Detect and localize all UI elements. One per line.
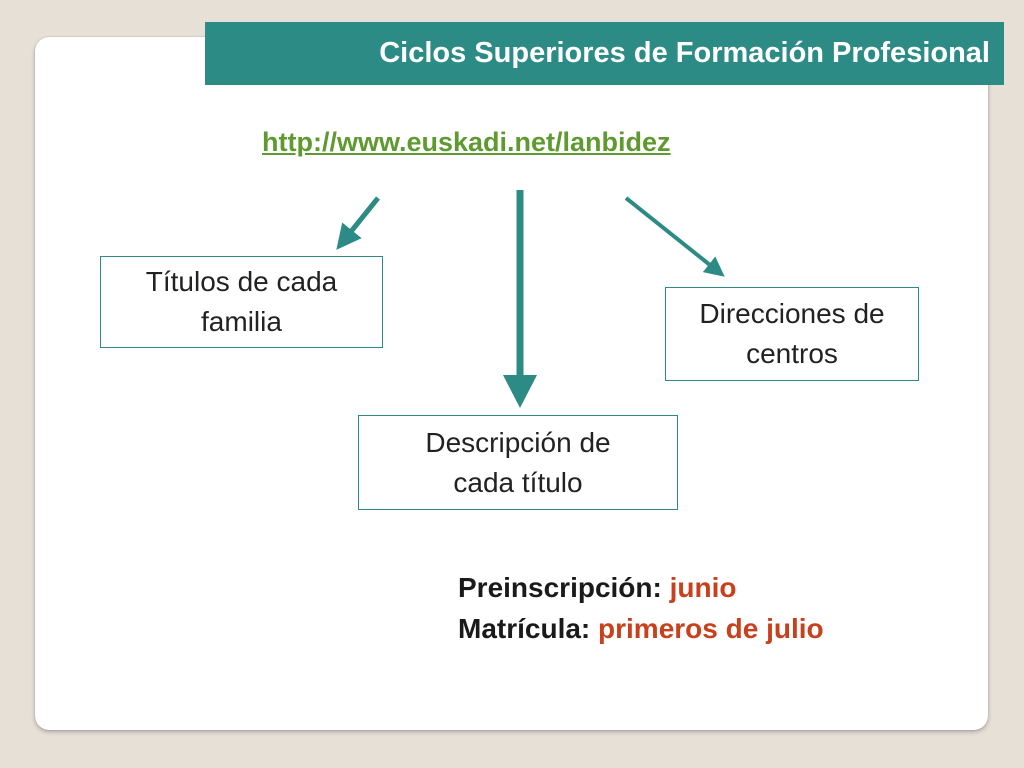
preinscripcion-value: junio — [669, 572, 737, 603]
box-descripcion-titulo: Descripción de cada título — [358, 415, 678, 510]
matricula-value: primeros de julio — [598, 613, 824, 644]
box-titulos-familia: Títulos de cada familia — [100, 256, 383, 348]
matricula-label: Matrícula: — [458, 613, 591, 644]
slide-title: Ciclos Superiores de Formación Profesion… — [379, 37, 990, 69]
preinscripcion-label: Preinscripción: — [458, 572, 662, 603]
box-direcciones-line1: Direcciones de — [699, 298, 885, 329]
preinscripcion-line: Preinscripción: junio — [458, 572, 737, 604]
box-titulos-line1: Títulos de cada — [145, 266, 338, 297]
box-direcciones-line2: centros — [746, 338, 838, 369]
lanbidez-url-link[interactable]: http://www.euskadi.net/lanbidez — [262, 127, 671, 157]
title-bar: Ciclos Superiores de Formación Profesion… — [205, 22, 1004, 85]
box-descripcion-line2: cada título — [453, 466, 583, 498]
matricula-line: Matrícula: primeros de julio — [458, 613, 824, 645]
box-direcciones-centros: Direcciones de centros — [665, 287, 919, 381]
box-descripcion-line1: Descripción de — [425, 426, 611, 458]
box-titulos-line2: familia — [201, 306, 282, 337]
